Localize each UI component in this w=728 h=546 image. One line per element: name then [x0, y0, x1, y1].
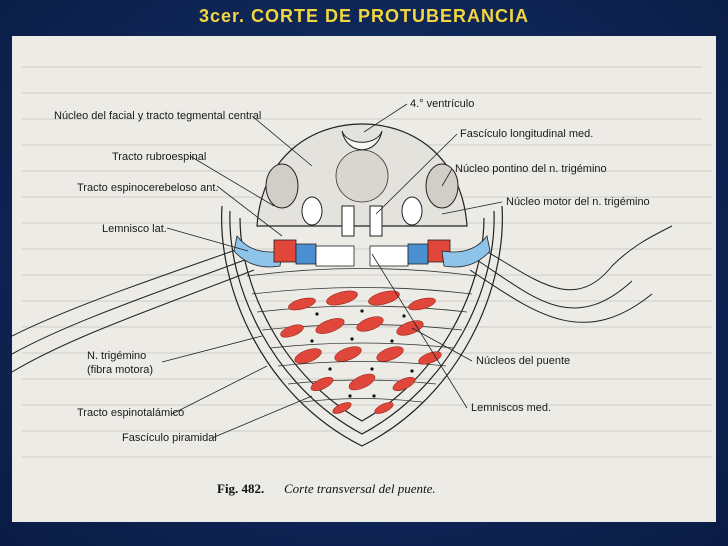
label-trigeminal-nerve: N. trigémino: [87, 350, 146, 362]
lemniscus-band: [233, 235, 491, 268]
figure-caption-text: Corte transversal del puente.: [284, 481, 436, 496]
label-trigeminal-pontine-nucleus: Núcleo pontino del n. trigémino: [455, 163, 607, 175]
label-rubrospinal-tract: Tracto rubroespinal: [112, 151, 206, 163]
pons-cross-section-figure: Núcleo del facial y tracto tegmental cen…: [12, 66, 712, 496]
label-fourth-ventricle: 4.° ventrículo: [410, 98, 474, 110]
pyramidal-tract-bundles: [280, 290, 442, 414]
trigeminal-nerve-fibers: [12, 225, 673, 373]
figure-caption-number: Fig. 482.: [217, 481, 264, 496]
pontine-nuclei-dots: [310, 309, 414, 398]
leader-lines-right: [363, 103, 503, 409]
medial-longitudinal-fasciculus: [341, 205, 355, 237]
slide-title: 3cer. CORTE DE PROTUBERANCIA: [198, 6, 530, 26]
label-facial-nucleus: Núcleo del facial y tracto tegmental cen…: [54, 110, 261, 122]
label-pyramidal-fasciculus: Fascículo piramidal: [122, 432, 217, 444]
label-medial-longitudinal-fasciculus: Fascículo longitudinal med.: [460, 128, 593, 140]
label-trigeminal-motor-nucleus: Núcleo motor del n. trigémino: [506, 196, 650, 208]
textbook-page: Núcleo del facial y tracto tegmental cen…: [12, 36, 716, 522]
label-spinothalamic-tract: Tracto espinotalámico: [77, 407, 184, 419]
pons-outline: [221, 205, 503, 447]
leader-lines-left: [161, 115, 313, 439]
label-motor-fiber: (fibra motora): [87, 364, 153, 376]
label-pontine-nuclei: Núcleos del puente: [476, 355, 570, 367]
label-lateral-lemniscus: Lemnisco lat.: [102, 223, 167, 235]
tegmentum: [256, 123, 468, 237]
transverse-pontine-fibers: [246, 268, 478, 403]
label-medial-lemnisci: Lemniscos med.: [471, 402, 551, 414]
fourth-ventricle: [341, 130, 383, 151]
label-anterior-spinocerebellar-tract: Tracto espinocerebeloso ant.: [77, 182, 218, 194]
trigeminal-pontine-nucleus-left: [265, 163, 299, 209]
